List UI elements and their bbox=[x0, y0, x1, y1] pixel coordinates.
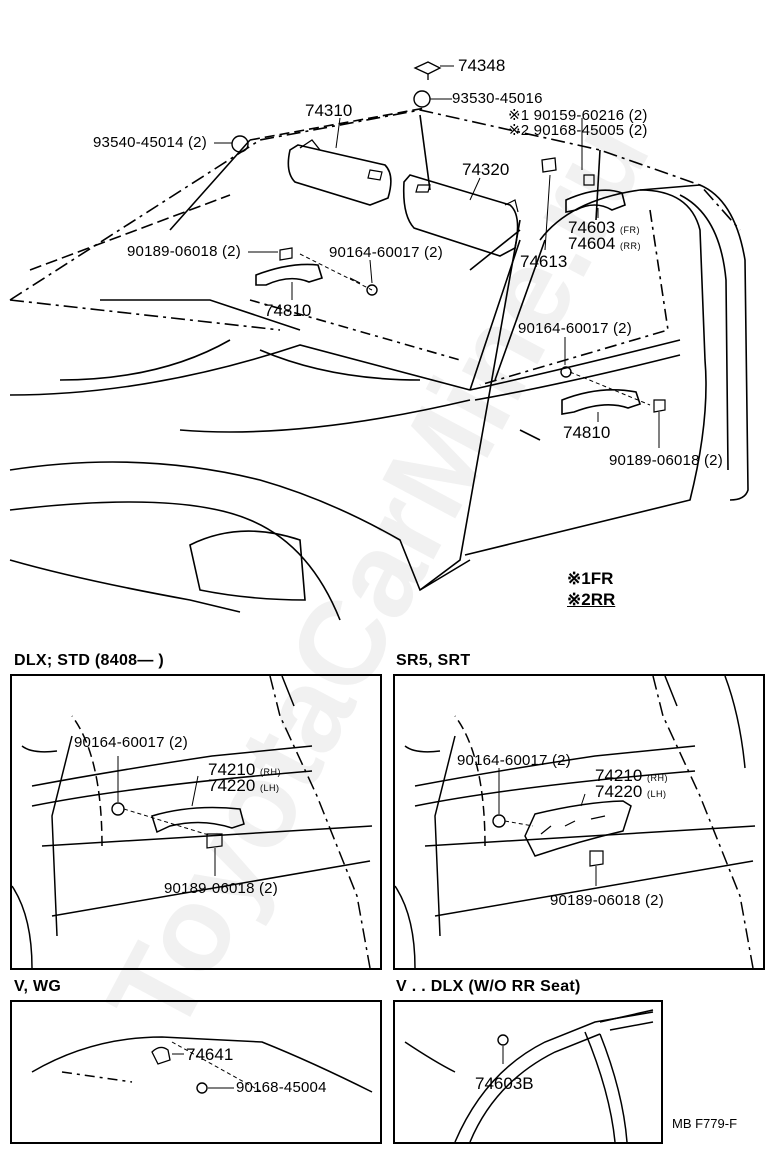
part-number-74220: 74220 bbox=[595, 782, 643, 801]
part-label-90168-45004: 90168-45004 bbox=[236, 1079, 327, 1096]
panel-header-v-wg: V, WG bbox=[14, 978, 62, 995]
panel-v-wg: 74641 90168-45004 bbox=[10, 1000, 382, 1144]
position-tag-fr: (FR) bbox=[620, 225, 641, 235]
part-number-74210: 74210 bbox=[595, 766, 643, 785]
position-tag-rh: (RH) bbox=[647, 773, 669, 783]
part-label-74810-top: 74810 bbox=[264, 301, 312, 320]
part-label-90168-45005: ※2 90168-45005 (2) bbox=[508, 122, 648, 139]
part-label-74210: 74210 (RH) bbox=[208, 760, 281, 780]
part-label-90164-60017-top: 90164-60017 (2) bbox=[329, 244, 443, 261]
part-label-74220: 74220 (LH) bbox=[208, 776, 280, 796]
part-label-74210: 74210 (RH) bbox=[595, 766, 668, 786]
legend-fr: ※1FR bbox=[567, 569, 614, 588]
part-label-90164-60017: 90164-60017 (2) bbox=[74, 734, 188, 751]
position-tag-rr: (RR) bbox=[620, 241, 642, 251]
position-tag-rh: (RH) bbox=[260, 767, 282, 777]
part-label-90159-60216: ※1 90159-60216 (2) bbox=[508, 107, 648, 124]
part-label-74220: 74220 (LH) bbox=[595, 782, 667, 802]
panel-header-sr5-srt: SR5, SRT bbox=[396, 652, 471, 669]
part-label-74810-door: 74810 bbox=[563, 423, 611, 442]
part-number-74220: 74220 bbox=[208, 776, 256, 795]
part-number-74210: 74210 bbox=[208, 760, 256, 779]
part-label-74603b: 74603B bbox=[475, 1074, 534, 1093]
part-label-74310: 74310 bbox=[305, 101, 353, 120]
part-label-74604: 74604 (RR) bbox=[568, 234, 641, 254]
panel-sr5-srt: 90164-60017 (2) 74210 (RH) 74220 (LH) 90… bbox=[393, 674, 765, 970]
part-label-74603: 74603 (FR) bbox=[568, 218, 640, 238]
v-dlx-drawing bbox=[404, 1009, 654, 1142]
part-label-74613: 74613 bbox=[520, 252, 568, 271]
cab-interior-drawing bbox=[9, 61, 749, 621]
panel-dlx-std: 90164-60017 (2) 74210 (RH) 74220 (LH) 90… bbox=[10, 674, 382, 970]
part-label-90164-60017-door: 90164-60017 (2) bbox=[518, 320, 632, 337]
position-tag-lh: (LH) bbox=[260, 783, 280, 793]
panel-header-dlx-std: DLX; STD (8408— ) bbox=[14, 652, 165, 669]
panel-header-v-dlx: V . . DLX (W/O RR Seat) bbox=[396, 978, 581, 995]
part-label-90189-06018: 90189-06018 (2) bbox=[164, 880, 278, 897]
part-number-74604: 74604 bbox=[568, 234, 616, 253]
part-number-74603: 74603 bbox=[568, 218, 616, 237]
sr5-srt-drawing bbox=[395, 676, 756, 968]
part-label-90189-06018-top: 90189-06018 (2) bbox=[127, 243, 241, 260]
dlx-std-drawing bbox=[12, 676, 373, 968]
legend-rr: ※2RR bbox=[567, 590, 616, 609]
position-tag-lh: (LH) bbox=[647, 789, 667, 799]
part-label-90189-06018-door: 90189-06018 (2) bbox=[609, 452, 723, 469]
part-label-74641: 74641 bbox=[186, 1045, 234, 1064]
part-label-74348: 74348 bbox=[458, 56, 506, 75]
part-label-74320: 74320 bbox=[462, 160, 510, 179]
part-label-90164-60017: 90164-60017 (2) bbox=[457, 752, 571, 769]
diagram-code: MB F779-F bbox=[672, 1116, 738, 1131]
v-wg-drawing bbox=[31, 1036, 373, 1094]
part-label-93540-45014: 93540-45014 (2) bbox=[93, 134, 207, 151]
part-label-90189-06018: 90189-06018 (2) bbox=[550, 892, 664, 909]
part-label-93530-45016: 93530-45016 bbox=[452, 90, 543, 107]
panel-v-dlx: 74603B bbox=[393, 1000, 663, 1144]
